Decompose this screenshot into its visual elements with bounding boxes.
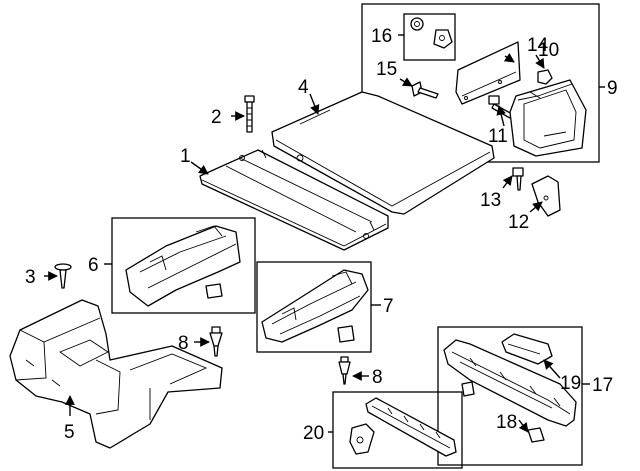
callout-2: 2 [211,107,222,128]
callout-9: 9 [607,78,618,99]
box-group-6 [111,217,256,314]
callout-17: 17 [592,375,613,396]
part-2-bolt [244,95,255,133]
part-17-scuff-plate [443,339,577,427]
part-20-rail [365,397,457,457]
part-8-pin-lower [338,356,351,385]
box-group-16 [403,13,456,61]
part-5-tub-bracket [9,299,223,449]
part-7-storage-bin [261,269,369,343]
callout-6: 6 [88,255,99,276]
part-8-pin-upper [209,326,223,357]
callout-8-upper: 8 [178,333,189,354]
callout-8-lower: 8 [372,367,383,388]
part-9-storage-tray [509,79,587,157]
callout-16: 16 [371,26,392,47]
callout-10: 10 [538,40,559,61]
part-14-bracket [455,41,521,105]
callout-12: 12 [508,212,529,233]
part-6-storage-bin [125,225,241,307]
part-18-clip [527,427,545,443]
part-10-nut [537,69,553,85]
part-clip-17a [461,381,475,397]
callout-13: 13 [480,190,501,211]
callout-20: 20 [303,423,324,444]
callout-15: 15 [376,59,397,80]
part-16-clip-pair [410,17,453,49]
part-15-bolt [411,81,439,99]
part-1-load-floor-cover [199,149,389,251]
callout-14: 14 [527,35,549,56]
box-group-20 [332,391,463,469]
callout-4: 4 [298,77,309,98]
callout-18: 18 [496,412,517,433]
part-3-push-pin [54,263,72,289]
callout-5: 5 [64,422,75,443]
leader-lines [44,34,605,433]
part-13-bolt [512,167,524,191]
callout-11: 11 [488,126,508,147]
callout-1: 1 [180,146,191,167]
callout-3: 3 [25,267,36,288]
callout-7: 7 [383,296,394,317]
part-20-clip [349,423,375,455]
part-19-light-lens [501,333,553,365]
box-group-17 [437,326,583,466]
part-12-bracket [531,175,561,217]
box-group-7 [256,261,372,353]
callout-19: 19 [560,373,581,394]
part-4-floor-panel [271,91,495,215]
